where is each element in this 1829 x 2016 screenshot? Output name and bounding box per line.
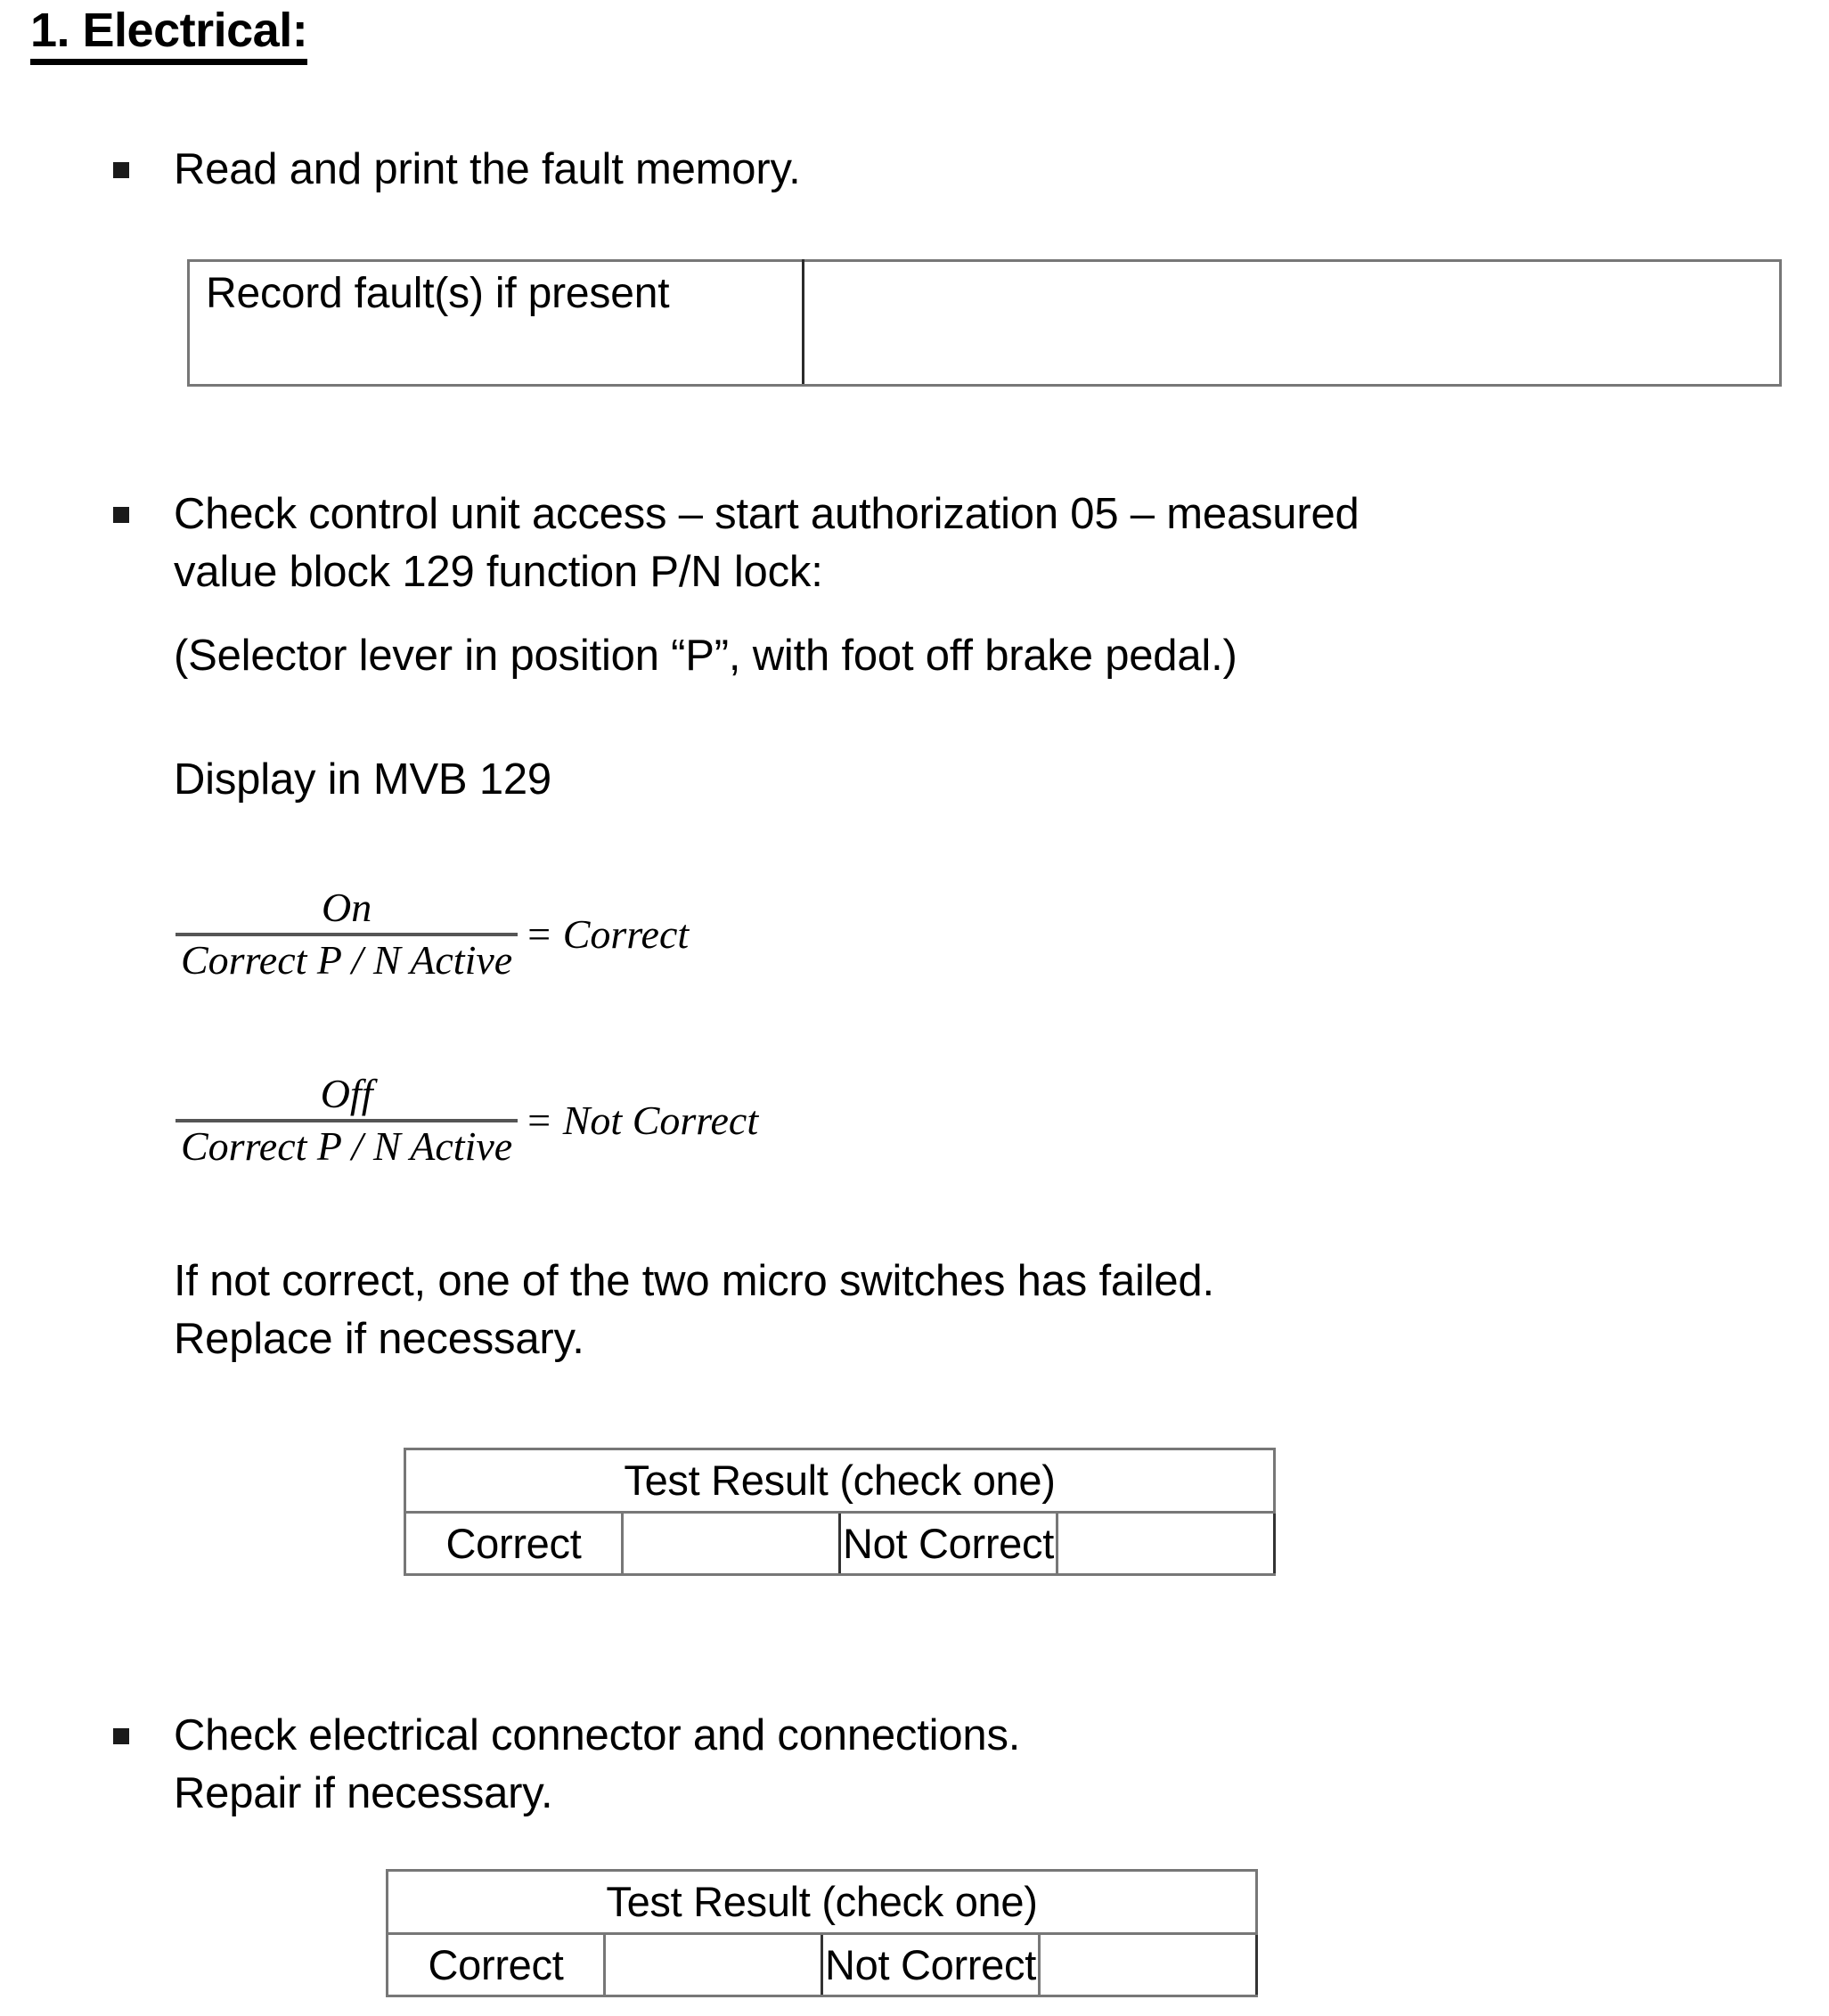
table-row: Record fault(s) if present — [187, 259, 1782, 387]
bullet-read-fault-memory-label: Read and print the fault memory. — [174, 145, 801, 193]
table-row: Test Result (check one) — [386, 1869, 1258, 1935]
checkbox-correct-2[interactable] — [603, 1932, 823, 1997]
bullet-check-electrical-connector: Check electrical connector and connectio… — [113, 1707, 1449, 1823]
label-not-correct-2: Not Correct — [821, 1932, 1041, 1997]
test-result-table-1: Test Result (check one) Correct Not Corr… — [404, 1448, 1276, 1576]
fraction-numerator: Off — [320, 1071, 373, 1116]
fraction-result: = Correct — [525, 911, 690, 958]
bullet-square-icon — [113, 1728, 129, 1744]
formula-off-not-correct: Off Correct P / N Active = Not Correct — [176, 1071, 759, 1169]
micro-switch-note: If not correct, one of the two micro swi… — [174, 1257, 1214, 1364]
bullet-check-control-unit-access: Check control unit access – start author… — [113, 486, 1645, 601]
bullet-square-icon — [113, 507, 129, 523]
record-fault-value-cell[interactable] — [802, 259, 1782, 387]
display-mvb-label: Display in MVB 129 — [174, 755, 551, 804]
record-fault-label: Record fault(s) if present — [206, 270, 670, 317]
label-correct-1: Correct — [404, 1511, 624, 1576]
fraction-numerator: On — [321, 885, 372, 930]
fraction-stack: On Correct P / N Active — [176, 885, 518, 983]
fraction-denominator: Correct P / N Active — [181, 1122, 513, 1169]
fraction-result: = Not Correct — [525, 1098, 759, 1144]
fraction-denominator: Correct P / N Active — [181, 936, 513, 983]
test-result-table-2: Test Result (check one) Correct Not Corr… — [386, 1869, 1258, 1997]
test-result-header-1: Test Result (check one) — [404, 1448, 1276, 1514]
test-result-header-2: Test Result (check one) — [386, 1869, 1258, 1935]
bullet-square-icon — [113, 162, 129, 178]
checkbox-correct-1[interactable] — [621, 1511, 841, 1576]
bullet-check-control-unit-access-label: Check control unit access – start author… — [174, 490, 1360, 597]
fraction-rule — [176, 1118, 518, 1122]
bullet-read-fault-memory: Read and print the fault memory. — [113, 141, 1449, 199]
table-row: Correct Not Correct — [404, 1511, 1276, 1576]
formula-on-correct: On Correct P / N Active = Correct — [176, 885, 690, 983]
selector-lever-note: (Selector lever in position “P”, with fo… — [174, 632, 1237, 680]
fraction-rule — [176, 932, 518, 936]
page-title: 1. Electrical: — [30, 5, 308, 65]
checkbox-not-correct-1[interactable] — [1056, 1511, 1276, 1576]
record-fault-label-cell: Record fault(s) if present — [187, 259, 804, 387]
bullet-check-electrical-connector-label: Check electrical connector and connectio… — [174, 1711, 1021, 1818]
checkbox-not-correct-2[interactable] — [1038, 1932, 1258, 1997]
table-row: Correct Not Correct — [386, 1932, 1258, 1997]
fraction-stack: Off Correct P / N Active — [176, 1071, 518, 1169]
label-correct-2: Correct — [386, 1932, 606, 1997]
table-row: Test Result (check one) — [404, 1448, 1276, 1514]
record-fault-table: Record fault(s) if present — [187, 259, 1782, 387]
label-not-correct-1: Not Correct — [838, 1511, 1058, 1576]
